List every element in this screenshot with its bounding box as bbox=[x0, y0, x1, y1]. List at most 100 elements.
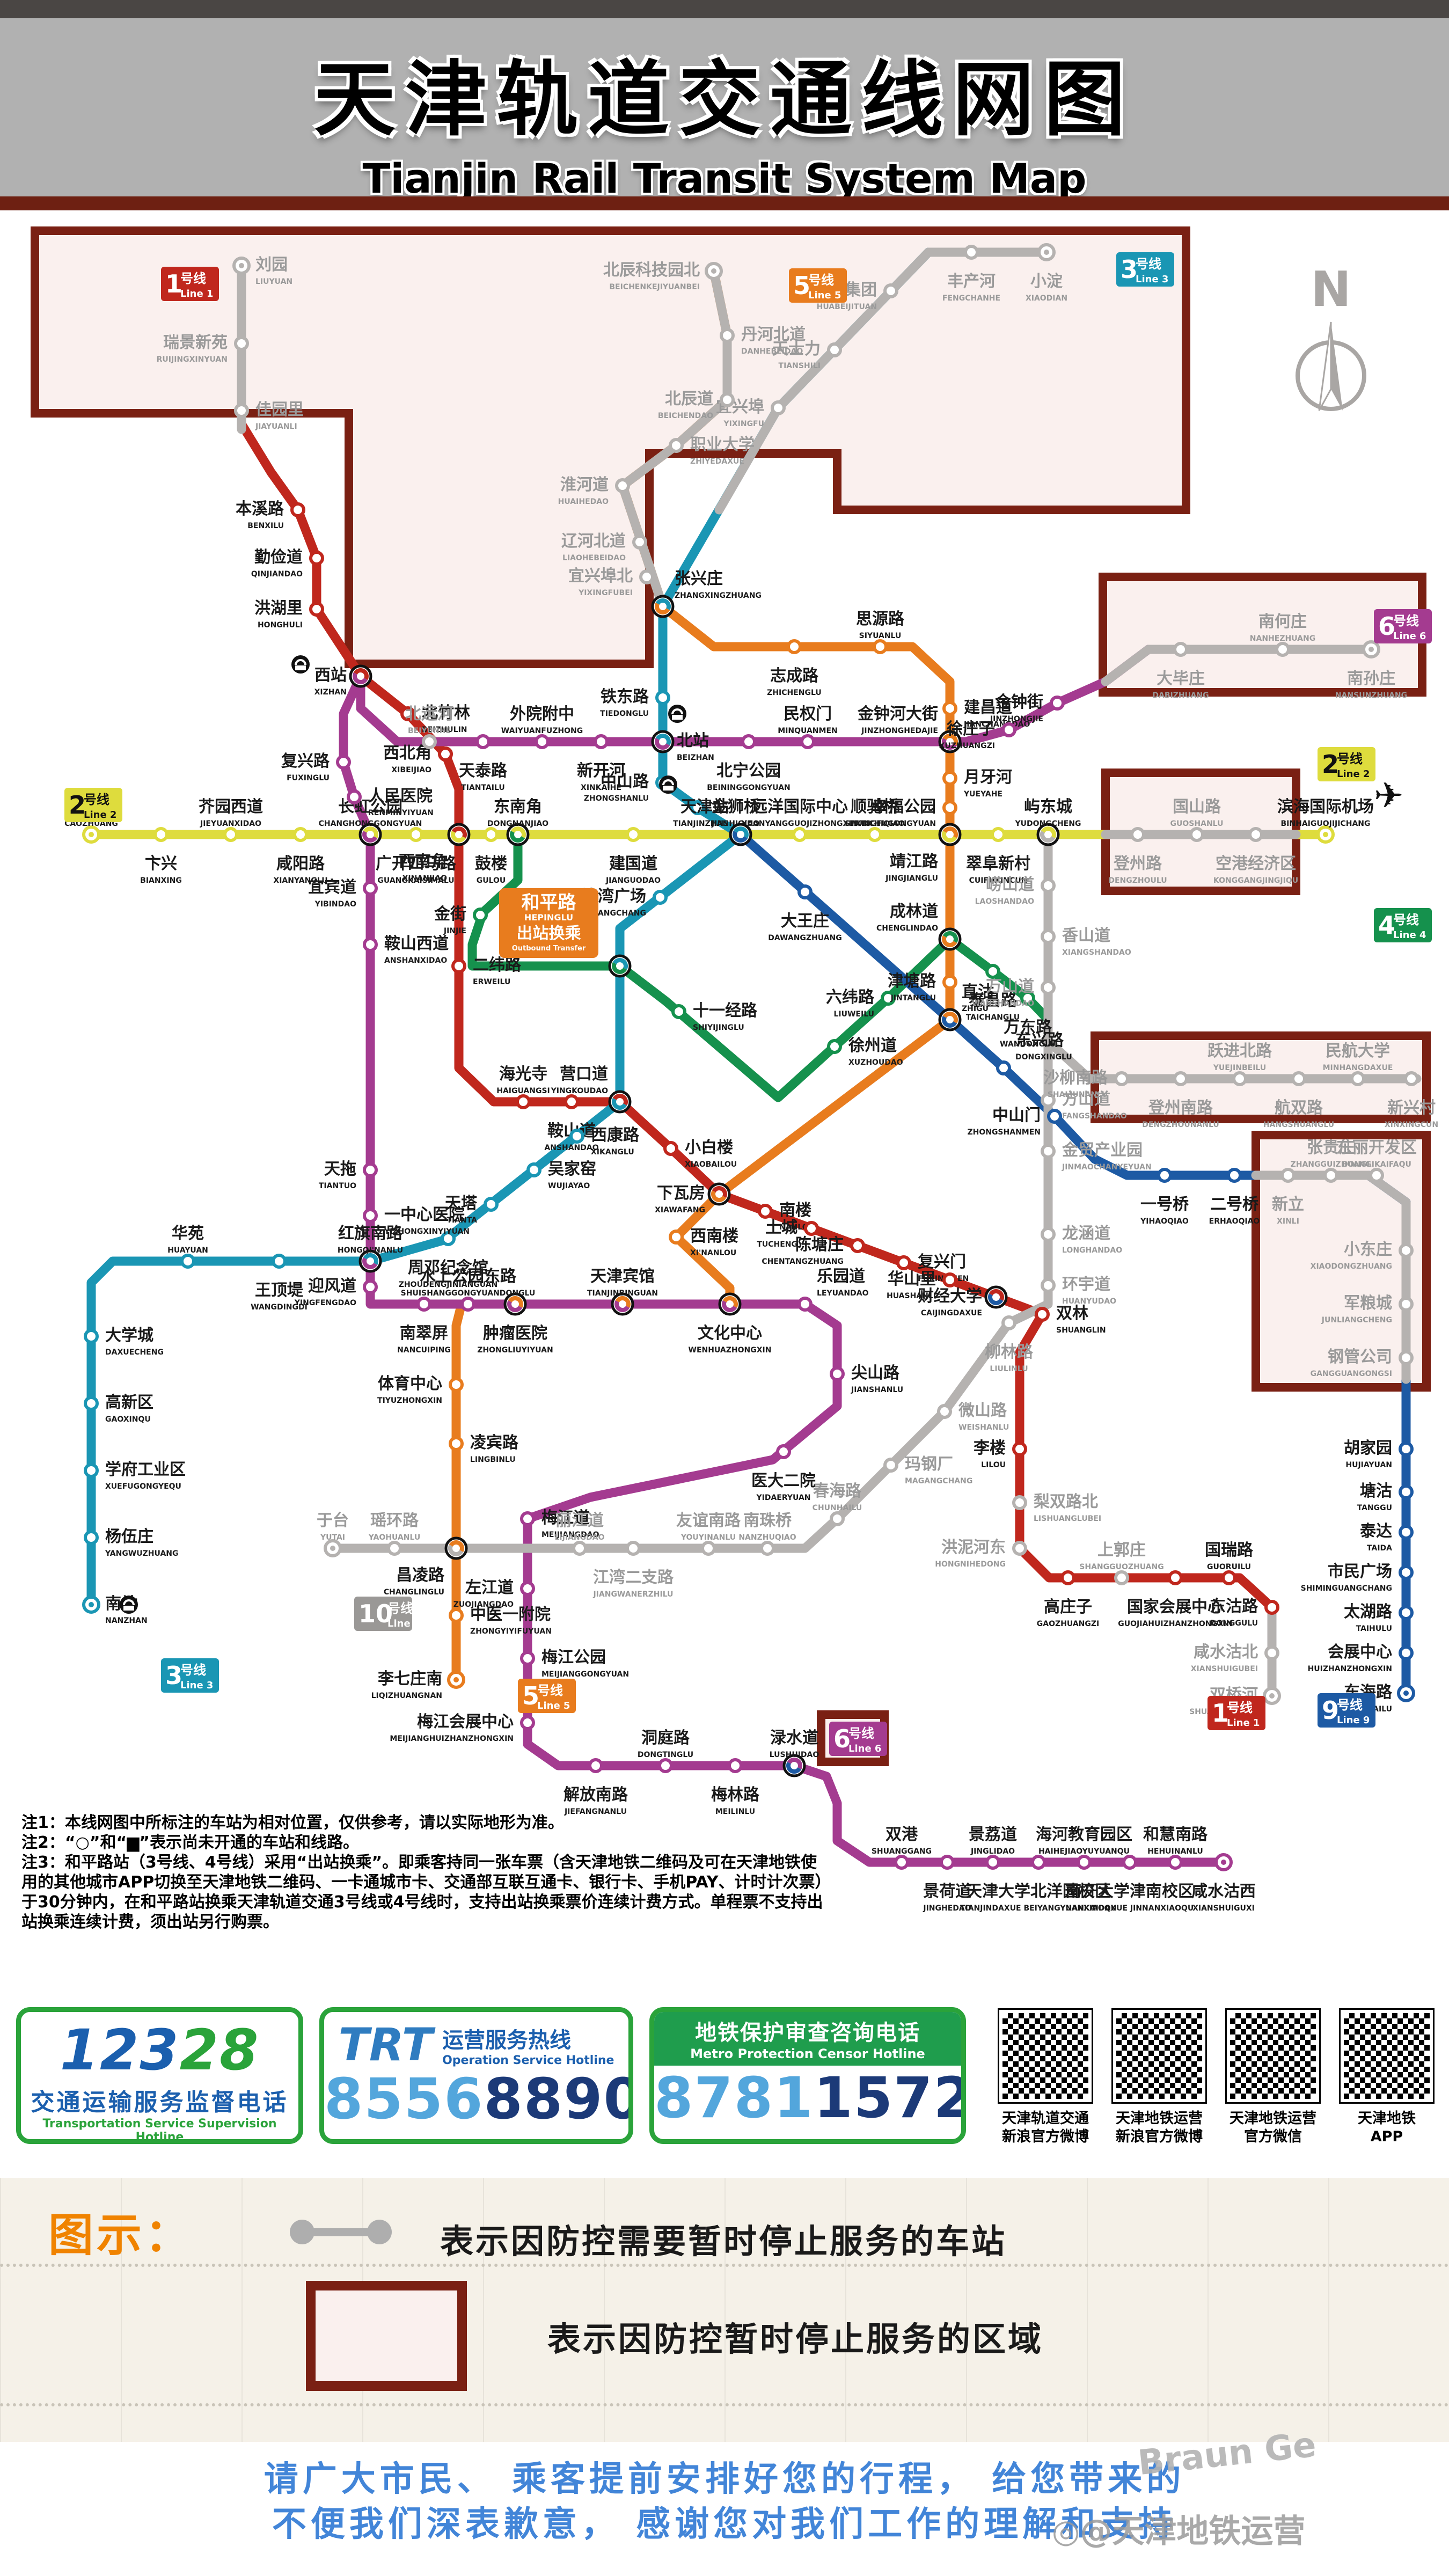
station-name-zh: 梅林路 bbox=[711, 1785, 760, 1804]
station-name-en: SHUNCHIQIAO bbox=[845, 819, 905, 828]
station-name-zh: 人民医院 bbox=[368, 787, 433, 806]
station-name-en: GAOXINQU bbox=[105, 1415, 151, 1424]
station-name-zh: 凌宾路 bbox=[470, 1433, 519, 1452]
station-name-en: ZHIYEDAXUE bbox=[690, 457, 744, 466]
station-name-zh: 泰达 bbox=[1360, 1522, 1392, 1541]
station-name-en: LUSHUIDAO bbox=[770, 1751, 819, 1759]
station-name-en: XUZHOUDAO bbox=[848, 1058, 903, 1067]
airport-icon: ✈ bbox=[1374, 775, 1403, 816]
qr-code-image bbox=[1225, 2008, 1321, 2104]
station-name-en: TIANTA bbox=[447, 1216, 477, 1225]
station-name-zh: 双港 bbox=[885, 1825, 918, 1844]
station-name-en: XIBEIJIAO bbox=[391, 766, 431, 774]
legend-item2-text: 表示因防控暂时停止服务的区域 bbox=[547, 2319, 1044, 2359]
station-name-zh: 顺驰桥 bbox=[851, 797, 899, 816]
station-name-zh: 中医一附院 bbox=[470, 1605, 551, 1624]
station-name-zh: 职业大学 bbox=[690, 435, 755, 454]
station-name-en: XUZHUANGZI bbox=[939, 742, 995, 750]
svg-text:Line 9: Line 9 bbox=[1337, 1715, 1370, 1726]
station-name-en: YIDAERYUAN bbox=[756, 1494, 810, 1502]
station-name-en: HEHUINANLU bbox=[1147, 1847, 1203, 1856]
station-name-en: BINHAIGUOJIJICHANG bbox=[1281, 819, 1371, 828]
station-name-en: SHUANGLIN bbox=[1056, 1326, 1106, 1335]
map-notes: 注1：本线网图中所标注的车站为相对位置，仅供参考，请以实际地形为准。 注2：“○… bbox=[21, 1813, 826, 1932]
station-name-en: LIJIANGDAO bbox=[555, 1533, 605, 1542]
station-name-en: TIANJINZHAN bbox=[673, 819, 729, 828]
station-name-en: ZHONGLIUYIYUAN bbox=[477, 1346, 553, 1355]
station-name-zh: 南开大学津南校区 bbox=[1065, 1882, 1194, 1901]
station-name-zh: 六纬路 bbox=[826, 988, 875, 1007]
svg-text:号线: 号线 bbox=[848, 1726, 874, 1741]
station-name-zh: 北竹林 bbox=[422, 704, 470, 722]
line1-path bbox=[237, 261, 1277, 1701]
station-name-en: MINQUANMEN bbox=[778, 727, 837, 735]
station-name-zh: 小淀 bbox=[1030, 272, 1063, 291]
station-name-zh: 南楼 bbox=[779, 1201, 811, 1220]
station-name-zh: 建国道 bbox=[609, 854, 657, 873]
station-name-en: ZHONGYIYIFUYUAN bbox=[470, 1627, 552, 1636]
station-name-en: SHIYIJINGLU bbox=[693, 1023, 744, 1032]
station-name-en: TIYUZHONGXIN bbox=[377, 1396, 442, 1405]
station-name-en: BEININGGONGYUAN bbox=[707, 784, 791, 792]
station-name-en: DAWANGZHUANG bbox=[768, 934, 842, 942]
station-name-en: DONGTINGLU bbox=[638, 1751, 693, 1759]
operation-hotline-box: TRT 运营服务热线 Operation Service Hotline 855… bbox=[319, 2007, 633, 2144]
station-name-en: MAGANGCHANG bbox=[905, 1477, 972, 1485]
station-name-en: HUAYUAN bbox=[167, 1246, 208, 1255]
note-3: 注3：和平路站（3号线、4号线）采用“出站换乘”。即乘客持同一张车票（含天津地铁… bbox=[21, 1853, 823, 1931]
station-name-zh: 天津站 bbox=[680, 797, 729, 816]
station-name-en: JIANGWANERZHILU bbox=[592, 1590, 673, 1599]
station-name-en: YUDONGCHENG bbox=[1015, 819, 1081, 828]
station-name-zh: 医大二院 bbox=[751, 1472, 816, 1490]
station-name-en: LIUYUAN bbox=[255, 277, 292, 286]
supervision-hotline-en: Transportation Service Supervision Hotli… bbox=[42, 2117, 277, 2144]
station-name-zh: 东沽路 bbox=[1210, 1597, 1258, 1616]
qr-code-1: 天津轨道交通新浪官方微博 bbox=[998, 2008, 1093, 2146]
station-name-en: XI'NANLOU bbox=[690, 1249, 736, 1257]
station-name-zh: 西南楼 bbox=[690, 1227, 738, 1246]
svg-text:号线: 号线 bbox=[1337, 751, 1363, 766]
station-name-en: TAIHULU bbox=[1356, 1624, 1392, 1633]
map-station: 西南楼 XI'NANLOU bbox=[669, 1227, 738, 1257]
station-name-zh: 南翠屏 bbox=[400, 1324, 448, 1343]
station-name-en: CHANGHONGGONGYUAN bbox=[319, 819, 422, 828]
railway-icon bbox=[659, 775, 677, 794]
station-name-en: HONGHULI bbox=[258, 621, 303, 630]
station-name-en: JINGLIDAO bbox=[970, 1847, 1015, 1856]
station-name-en: HUAIHEDAO bbox=[558, 497, 609, 506]
station-name-en: JIAYUANLI bbox=[255, 422, 297, 431]
station-name-zh: 一号桥 bbox=[1140, 1195, 1189, 1214]
station-name-zh: 复兴门 bbox=[918, 1253, 966, 1271]
